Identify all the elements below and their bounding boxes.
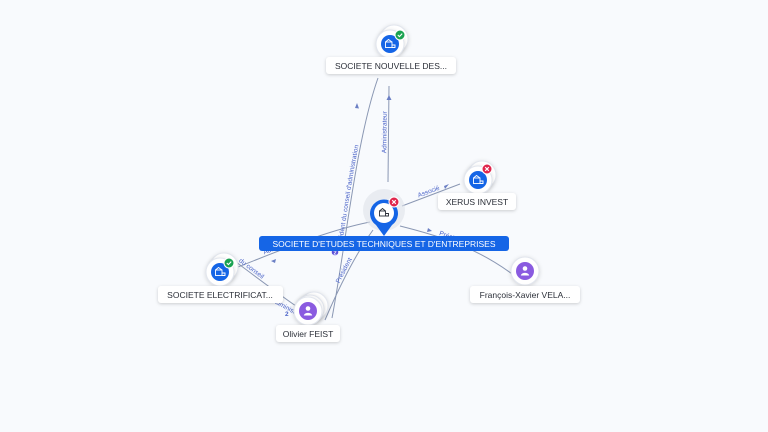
node-label-societe-nouvelle: SOCIETE NOUVELLE DES... bbox=[335, 61, 447, 71]
check-icon bbox=[397, 33, 403, 38]
building-icon bbox=[215, 266, 226, 276]
node-xerus-invest[interactable]: XERUS INVEST bbox=[438, 160, 516, 210]
company-icon bbox=[469, 171, 487, 189]
node-label-olivier-feist: Olivier FEIST bbox=[283, 329, 334, 339]
edge-label-president-feist: Président bbox=[335, 257, 354, 285]
close-icon bbox=[484, 166, 490, 172]
person-body-icon bbox=[520, 272, 530, 276]
arrow-marker bbox=[427, 228, 432, 232]
edge-label-administrateur-nouvelle: Administrateur bbox=[381, 110, 388, 153]
node-label-societe-electrificat: SOCIETE ELECTRIFICAT... bbox=[167, 290, 273, 300]
arrow-marker bbox=[271, 259, 276, 263]
edge-arrows bbox=[271, 95, 449, 263]
company-icon bbox=[381, 35, 399, 53]
edge-president-vela bbox=[399, 225, 521, 281]
company-icon bbox=[211, 263, 229, 281]
status-active-icon bbox=[394, 29, 406, 41]
building-icon bbox=[473, 174, 484, 184]
building-icon bbox=[385, 38, 396, 48]
edge-label-president-conseil: Président du conseil d'administration bbox=[336, 144, 360, 251]
node-center-societe-etudes[interactable]: SOCIETE D'ETUDES TECHNIQUES ET D'ENTREPR… bbox=[259, 189, 509, 251]
arrow-marker bbox=[386, 95, 392, 100]
person-head-icon bbox=[522, 266, 528, 271]
center-label-box bbox=[259, 236, 509, 251]
building-icon bbox=[379, 207, 389, 217]
node-label-box bbox=[326, 57, 456, 74]
node-francois-xavier-vela[interactable]: François-Xavier VELA... bbox=[470, 256, 580, 303]
person-icon bbox=[299, 302, 317, 320]
arrow-marker bbox=[444, 184, 449, 189]
node-label-box bbox=[470, 286, 580, 303]
edge-count-feist: 2 bbox=[285, 311, 289, 318]
node-olivier-feist[interactable]: Olivier FEIST bbox=[276, 291, 340, 342]
node-label-xerus-invest: XERUS INVEST bbox=[446, 197, 508, 207]
edge-count-center: 2 bbox=[333, 250, 336, 256]
center-label: SOCIETE D'ETUDES TECHNIQUES ET D'ENTREPR… bbox=[272, 239, 495, 249]
close-icon bbox=[391, 199, 397, 205]
pin-inner-circle bbox=[374, 203, 394, 223]
edge-label-du-conseil: du conseil bbox=[237, 257, 265, 281]
node-label-francois-xavier-vela: François-Xavier VELA... bbox=[480, 290, 571, 300]
node-label-box bbox=[158, 286, 283, 303]
edge-label-associe: Associé bbox=[417, 185, 441, 200]
node-label-box bbox=[276, 325, 340, 342]
person-icon bbox=[516, 262, 534, 280]
node-societe-nouvelle[interactable]: SOCIETE NOUVELLE DES... bbox=[326, 24, 456, 74]
person-body-icon bbox=[303, 312, 313, 316]
person-head-icon bbox=[305, 306, 311, 311]
arrow-marker bbox=[355, 103, 359, 109]
node-label-box bbox=[438, 193, 516, 210]
check-icon bbox=[226, 261, 232, 266]
node-societe-electrificat[interactable]: SOCIETE ELECTRIFICAT... bbox=[158, 252, 283, 303]
status-active-icon bbox=[223, 257, 235, 269]
